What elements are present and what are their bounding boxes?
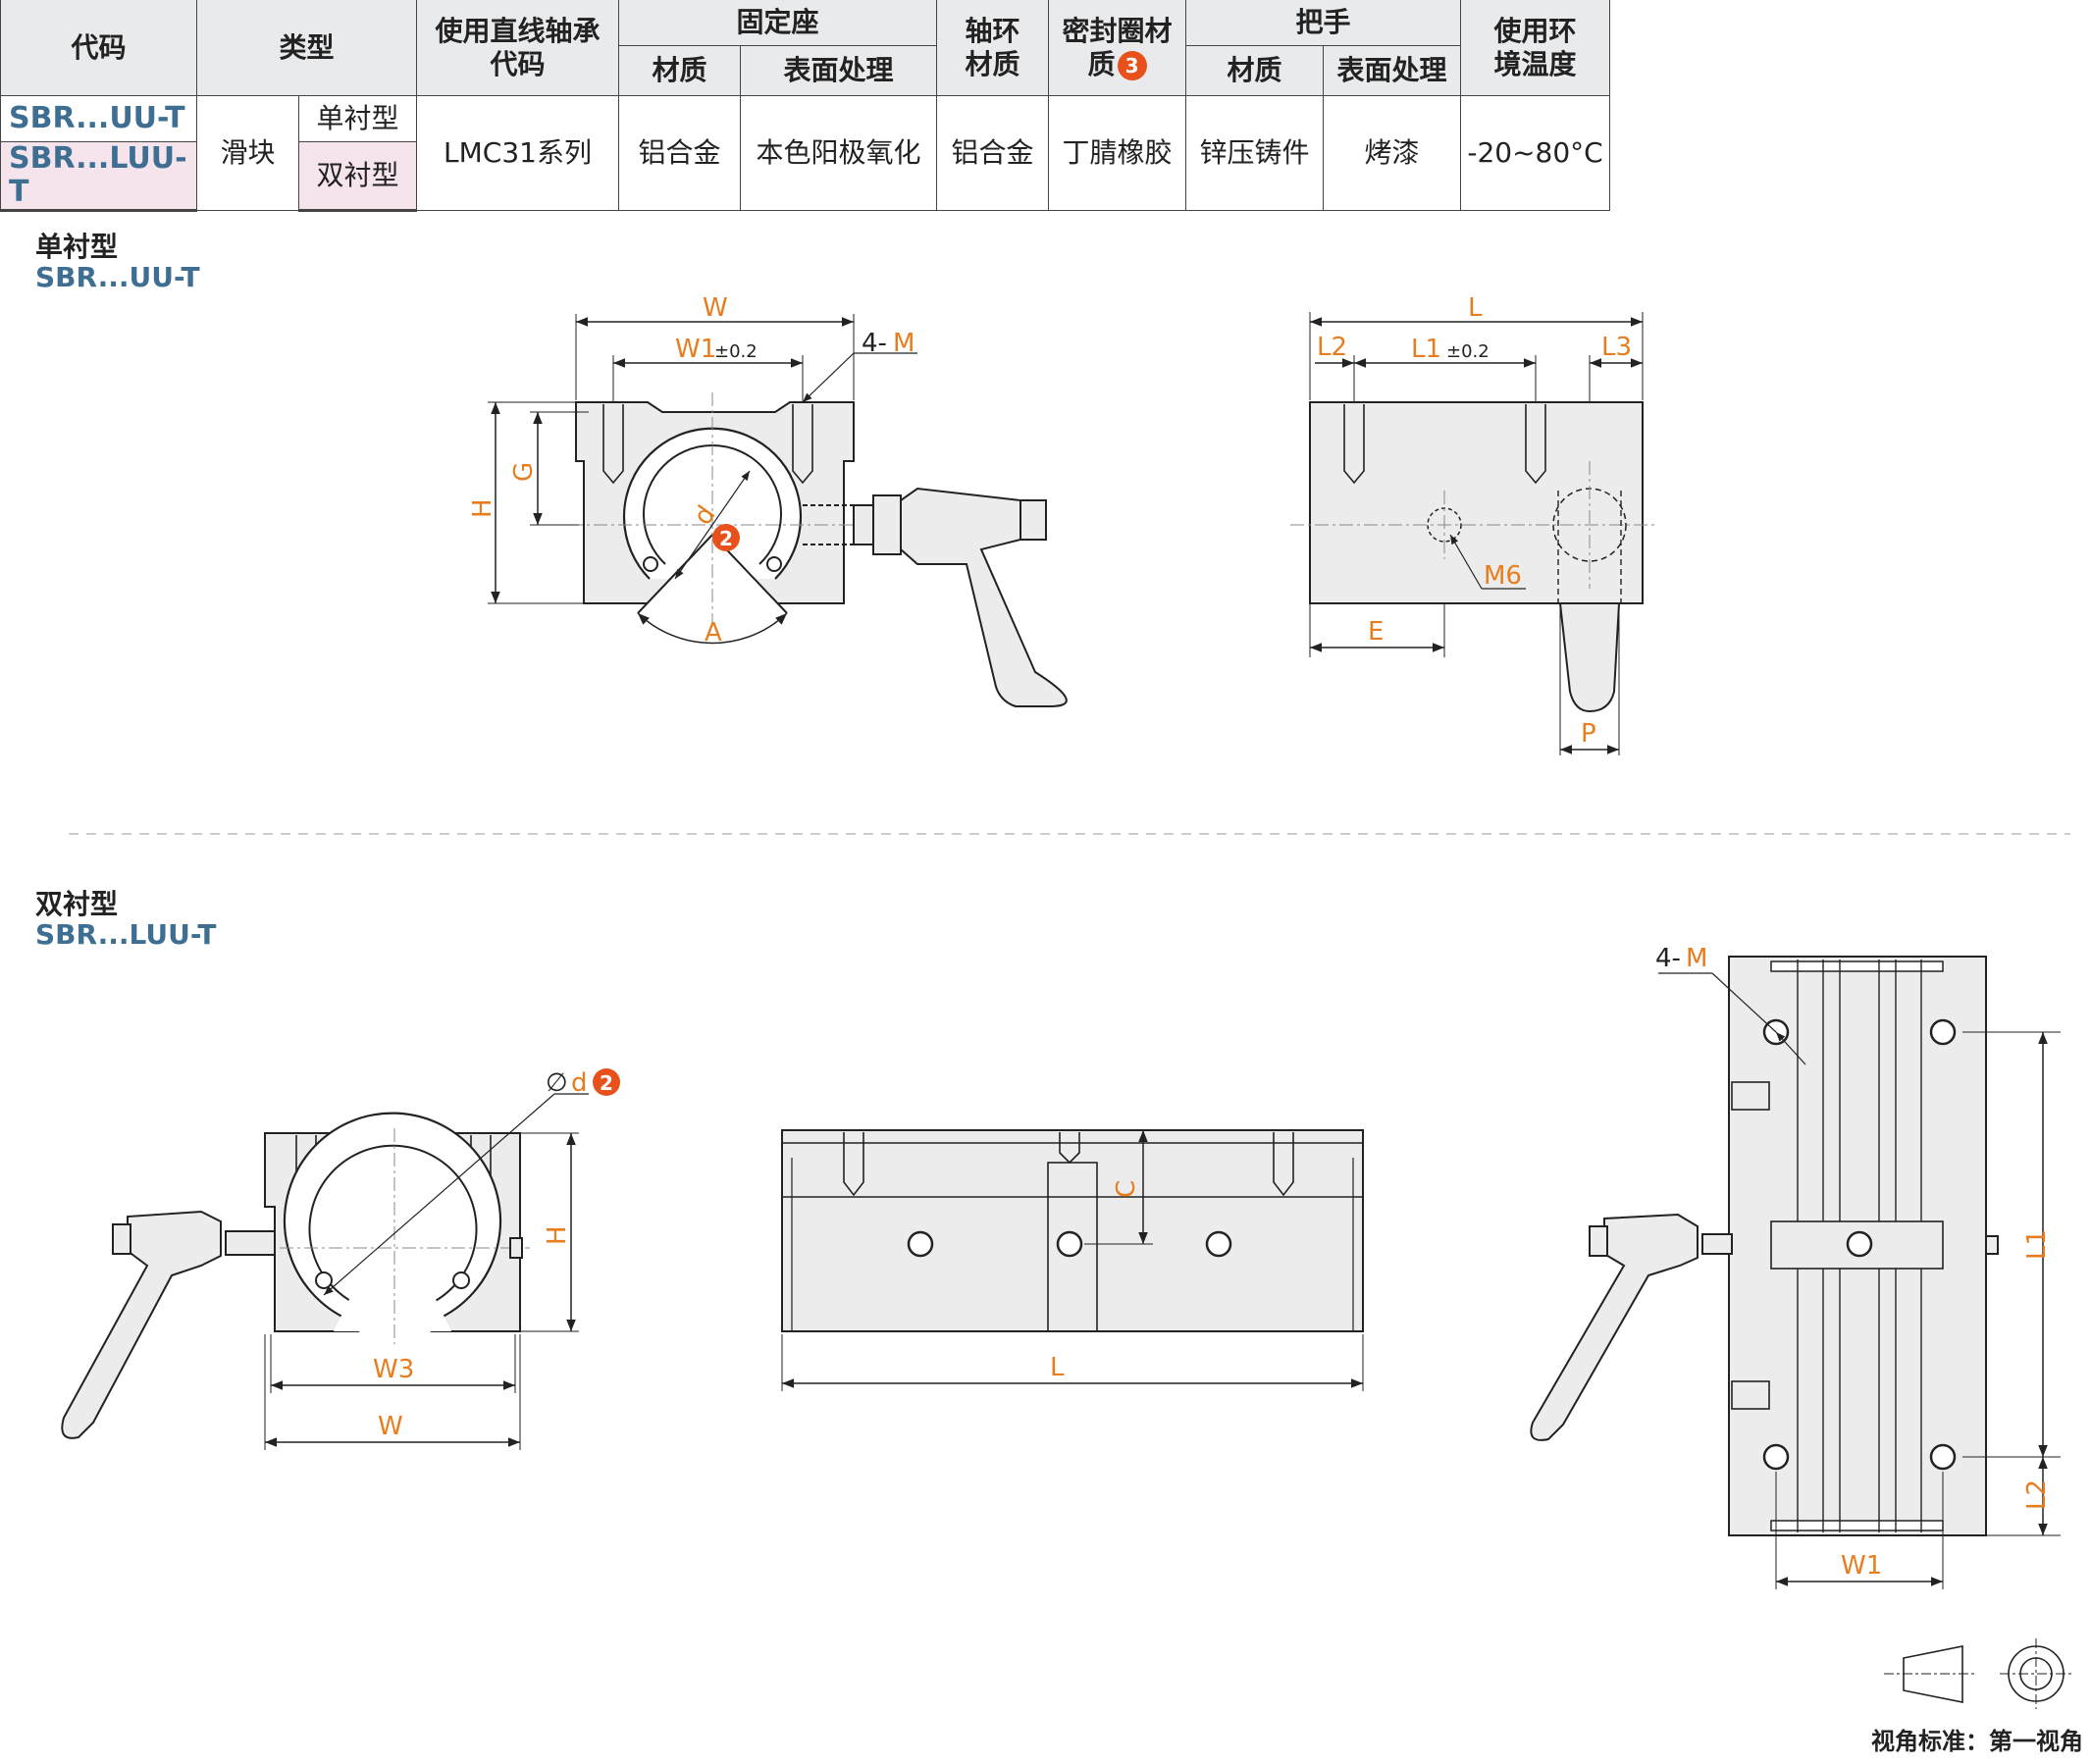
double-front-dims	[264, 1093, 589, 1450]
dim-L-single: L	[1468, 293, 1483, 323]
header-seat-surface: 表面处理	[740, 45, 938, 96]
double-top-dims	[1658, 972, 2061, 1589]
dim-G-single: G	[509, 462, 539, 482]
dim-P: P	[1581, 719, 1596, 749]
dim-4-single: 4-	[862, 329, 887, 358]
header-seal-label: 密封圈材质	[1062, 14, 1173, 80]
double-side-labels: C L	[1050, 1180, 1141, 1382]
dim-W-double: W	[378, 1412, 403, 1441]
code-double: SBR...LUU-T	[0, 141, 197, 212]
seat-surface: 本色阳极氧化	[740, 95, 938, 211]
dim-W1-tol: ±0.2	[714, 341, 758, 362]
dim-M6: M6	[1484, 561, 1522, 591]
type-single: 单衬型	[297, 95, 418, 142]
single-side-view	[1290, 401, 1658, 713]
type-main: 滑块	[196, 95, 299, 211]
projection-footnote: 视角标准：第一视角	[1871, 1728, 2083, 1755]
type-double: 双衬型	[297, 141, 418, 212]
dim-L1-single: L1	[1411, 335, 1441, 364]
first-angle-projection-icon	[1884, 1638, 2072, 1709]
dim-phi-double: ∅	[546, 1068, 568, 1098]
badge-2-single: 2	[719, 527, 733, 550]
dim-L1-double: L1	[2022, 1229, 2052, 1260]
dim-E: E	[1368, 617, 1384, 647]
dim-L3-single: L3	[1601, 333, 1632, 362]
dim-A-single: A	[705, 618, 722, 648]
single-side-dims	[1309, 312, 1644, 755]
double-front-view	[61, 1112, 530, 1439]
single-front-dims	[488, 314, 917, 645]
dim-C-double: C	[1112, 1180, 1141, 1198]
handle-material: 锌压铸件	[1185, 95, 1325, 211]
single-side-labels: L L2 L1 ±0.2 L3 M6 E P	[1317, 293, 1632, 749]
header-handle-material: 材质	[1185, 45, 1325, 96]
double-front-labels: ∅ d H W3 W	[373, 1068, 588, 1441]
dim-L1-tol: ±0.2	[1446, 341, 1490, 362]
header-use-env: 使用环境温度	[1460, 0, 1611, 96]
header-code: 代码	[0, 0, 197, 96]
section-double-title: 双衬型	[35, 888, 119, 920]
section-single-title: 单衬型	[35, 231, 119, 263]
code-single: SBR...UU-T	[0, 95, 197, 142]
dim-L2-double: L2	[2022, 1479, 2052, 1510]
dim-H-single: H	[468, 498, 497, 518]
temperature: -20~80°C	[1460, 95, 1611, 211]
header-bearing-code: 使用直线轴承代码	[416, 0, 620, 96]
double-side-view	[781, 1129, 1364, 1332]
dim-4-double: 4-	[1655, 944, 1681, 973]
header-fixed-seat: 固定座	[618, 0, 938, 46]
dim-d-double: d	[571, 1068, 588, 1098]
section-single-code: SBR...UU-T	[35, 261, 200, 293]
dim-W-single: W	[703, 293, 728, 323]
header-handle: 把手	[1185, 0, 1462, 46]
dim-M-double: M	[1686, 944, 1707, 973]
dim-L2-single: L2	[1317, 333, 1347, 362]
badge-2-double-bg	[593, 1068, 620, 1096]
badge-2-single-bg	[712, 524, 740, 551]
seal-badge: 3	[1117, 50, 1147, 80]
single-front-view	[569, 392, 1068, 707]
ring-material: 铝合金	[936, 95, 1050, 211]
header-seat-material: 材质	[618, 45, 742, 96]
dim-W3-double: W3	[373, 1355, 414, 1384]
bearing-series: LMC31系列	[416, 95, 620, 211]
seat-material: 铝合金	[618, 95, 742, 211]
dim-L-double: L	[1050, 1353, 1065, 1382]
dim-H-double: H	[543, 1225, 572, 1245]
badge-2-double: 2	[600, 1071, 613, 1095]
header-shaft-ring: 轴环材质	[936, 0, 1050, 96]
double-side-dims	[781, 1130, 1364, 1391]
handle-surface: 烤漆	[1323, 95, 1462, 211]
dim-W1-double: W1	[1841, 1551, 1882, 1581]
double-top-view	[1530, 956, 1999, 1536]
double-top-labels: 4- M L1 L2 W1	[1655, 944, 2052, 1581]
dim-M-single: M	[893, 329, 915, 358]
section-double-code: SBR...LUU-T	[35, 918, 217, 951]
dim-W1-single: W1	[675, 335, 716, 364]
